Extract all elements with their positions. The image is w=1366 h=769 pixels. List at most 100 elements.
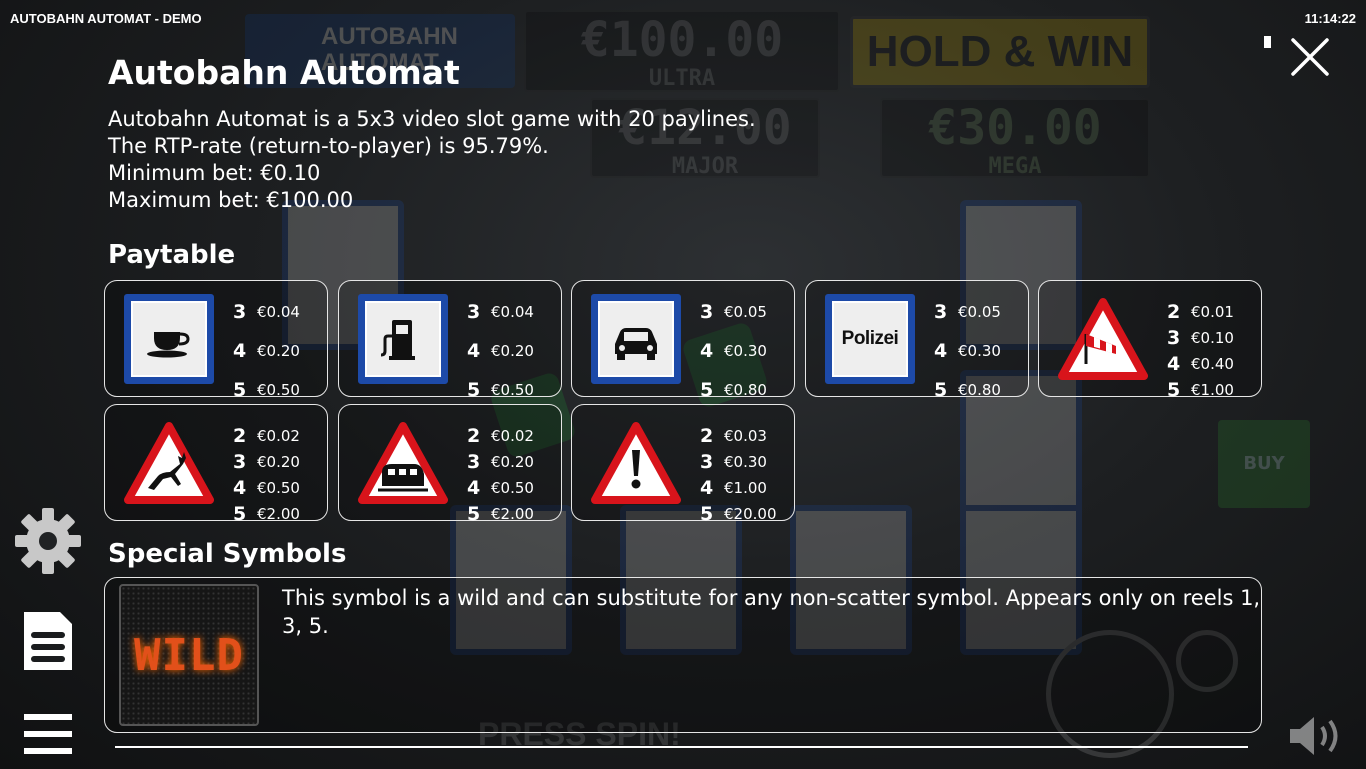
bg-jackpot-ultra: €100.00 ULTRA — [524, 10, 840, 92]
pay-row: 5€2.00 — [233, 503, 323, 525]
pay-row: 2€0.01 — [1167, 301, 1257, 323]
polizei-icon: Polizei — [825, 294, 915, 384]
deer-icon — [124, 418, 214, 508]
bg-jackpot-mega-label: MEGA — [988, 154, 1042, 179]
pay-row: 3 €0.30 — [700, 451, 790, 473]
bg-reel-symbol — [450, 505, 572, 655]
pay-amount: €0.50 — [257, 479, 300, 497]
pay-amount: €0.03 — [724, 427, 767, 445]
game-intro: Autobahn Automat is a 5x3 video slot gam… — [108, 106, 1264, 214]
pay-count: 4 — [233, 477, 247, 499]
bg-jackpot-major-value: €12.00 — [618, 100, 792, 156]
pay-amount: €0.05 — [958, 303, 1001, 321]
pay-row: 4€0.50 — [467, 477, 557, 499]
bg-fast-ring — [1176, 630, 1238, 692]
pay-amount: €0.30 — [958, 342, 1001, 360]
app-title: AUTOBAHN AUTOMAT - DEMO — [10, 11, 202, 26]
pay-count: 3 — [934, 301, 948, 323]
pay-row: 5 €0.50 — [467, 379, 557, 401]
paytable-button[interactable] — [22, 610, 74, 672]
pay-row: 3 €0.05 — [934, 301, 1024, 323]
pay-row: 4 €0.50 — [233, 477, 323, 499]
pay-count: 2 — [467, 425, 481, 447]
pay-count: 2 — [233, 425, 247, 447]
pay-count: 5 — [233, 503, 247, 525]
pay-count: 2 — [700, 425, 714, 447]
pay-count: 4 — [934, 340, 948, 362]
pay-amount: €0.30 — [724, 453, 767, 471]
pay-row: 5€0.80 — [934, 379, 1024, 401]
bg-autobahn-sign: AUTOBAHN AUTOMAT — [245, 14, 515, 88]
pay-count: 4 — [1167, 353, 1181, 375]
paytable-card-polizei: Polizei 3 €0.05 4 €0.30 5€0.80 — [805, 280, 1029, 401]
pay-amount: €1.00 — [724, 479, 767, 497]
pay-count: 3 — [233, 451, 247, 473]
pay-amount: €0.80 — [724, 381, 767, 399]
cup-icon — [124, 294, 214, 384]
pay-row: 2€0.02 — [233, 425, 323, 447]
speaker-icon — [1290, 717, 1338, 755]
pay-count: 4 — [467, 340, 481, 362]
bg-jackpot-mega: €30.00 MEGA — [880, 98, 1150, 178]
document-icon — [24, 612, 72, 670]
pay-count: 5 — [467, 503, 481, 525]
special-symbols-title: Special Symbols — [108, 539, 347, 569]
pay-row: 5€0.50 — [233, 379, 323, 401]
pay-amount: €0.50 — [491, 479, 534, 497]
sound-button[interactable] — [1288, 715, 1348, 757]
pay-amount: €20.00 — [724, 505, 777, 523]
close-button[interactable] — [1289, 36, 1331, 78]
paytable-title: Paytable — [108, 240, 236, 270]
wild-description: This symbol is a wild and can substitute… — [282, 586, 1261, 638]
pay-row: 3 €0.20 — [467, 451, 557, 473]
bg-jackpot-ultra-value: €100.00 — [580, 12, 784, 68]
pay-count: 3 — [233, 301, 247, 323]
pay-row: 4€0.30 — [700, 340, 790, 362]
windsock-icon — [1058, 294, 1148, 384]
bg-reel-symbol — [960, 505, 1082, 655]
settings-button[interactable] — [14, 506, 82, 576]
pay-row: 4€0.20 — [233, 340, 323, 362]
wild-label: WILD — [134, 629, 244, 681]
pay-count: 3 — [700, 451, 714, 473]
pay-amount: €0.50 — [257, 381, 300, 399]
pay-count: 5 — [700, 503, 714, 525]
wild-symbol: WILD — [119, 584, 259, 726]
pay-count: 5 — [467, 379, 481, 401]
pay-count: 3 — [700, 301, 714, 323]
polizei-label: Polizei — [841, 328, 899, 349]
pay-amount: €0.20 — [491, 453, 534, 471]
pay-amount: €0.50 — [491, 381, 534, 399]
info-panel: Autobahn Automat Autobahn Automat is a 5… — [108, 52, 1264, 214]
paytable-card-deer: 2€0.02 3€0.20 4 €0.50 5€2.00 — [104, 404, 328, 525]
gear-icon — [15, 508, 81, 574]
intro-line: The RTP-rate (return-to-player) is 95.79… — [108, 134, 549, 158]
menu-button[interactable] — [24, 712, 72, 756]
pay-row: 3€0.20 — [233, 451, 323, 473]
pay-row: 5€1.00 — [1167, 379, 1257, 401]
hamburger-icon — [24, 714, 72, 754]
bg-reel-symbol — [960, 370, 1082, 520]
bg-jackpot-ultra-label: ULTRA — [648, 66, 716, 91]
pay-amount: €0.05 — [724, 303, 767, 321]
exclamation-icon — [591, 418, 681, 508]
pay-count: 3 — [467, 301, 481, 323]
close-icon — [1291, 38, 1329, 76]
pay-amount: €0.20 — [257, 342, 300, 360]
pay-row: 5€2.00 — [467, 503, 557, 525]
pay-count: 3 — [467, 451, 481, 473]
fuel-pump-icon — [358, 294, 448, 384]
pay-count: 4 — [700, 340, 714, 362]
intro-line: Maximum bet: €100.00 — [108, 188, 354, 212]
bg-jackpot-mega-value: €30.00 — [928, 100, 1102, 156]
bg-buy-button: BUY — [1218, 420, 1310, 508]
pay-count: 5 — [1167, 379, 1181, 401]
pay-row: 3€0.04 — [467, 301, 557, 323]
bg-reel-symbol — [790, 505, 912, 655]
train-icon — [358, 418, 448, 508]
bg-reel-symbol — [620, 505, 742, 655]
pay-count: 2 — [1167, 301, 1181, 323]
